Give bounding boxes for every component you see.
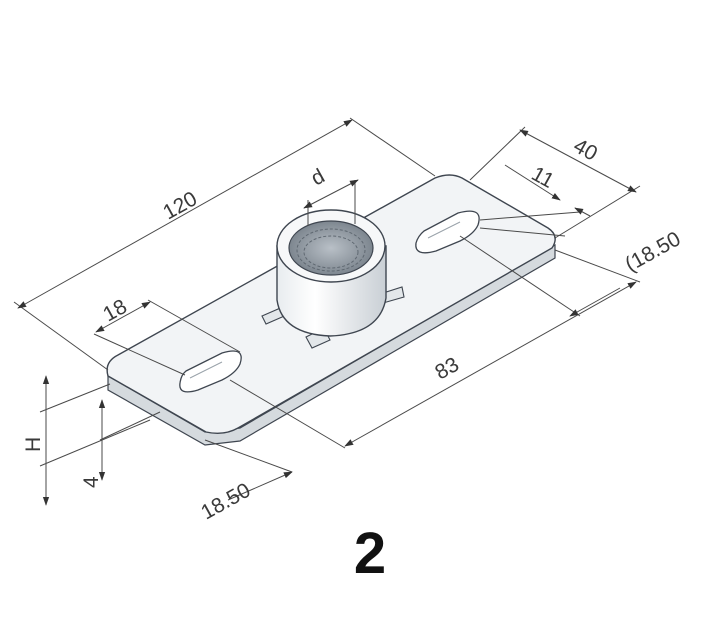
- dim-edge-offset-left: 18.50: [197, 479, 254, 525]
- dim-width: 40: [570, 134, 602, 165]
- dim-length-total: 120: [159, 187, 201, 224]
- slot-left: [179, 350, 242, 393]
- dim-thickness: 4: [80, 476, 103, 488]
- dim-thread: d: [307, 165, 328, 191]
- figure-number: 2: [353, 521, 387, 586]
- threaded-nut: [276, 209, 387, 337]
- dim-edge-offset-right: (18.50: [621, 227, 684, 276]
- dim-height: H: [22, 437, 45, 452]
- slot-right: [415, 210, 480, 254]
- dim-hole-spacing: 83: [431, 353, 463, 384]
- extension-lines: [13, 117, 641, 473]
- dim-slot-length: 18: [99, 295, 131, 326]
- dimension-lines: [17, 119, 637, 506]
- dim-slot-width: 11: [528, 162, 558, 193]
